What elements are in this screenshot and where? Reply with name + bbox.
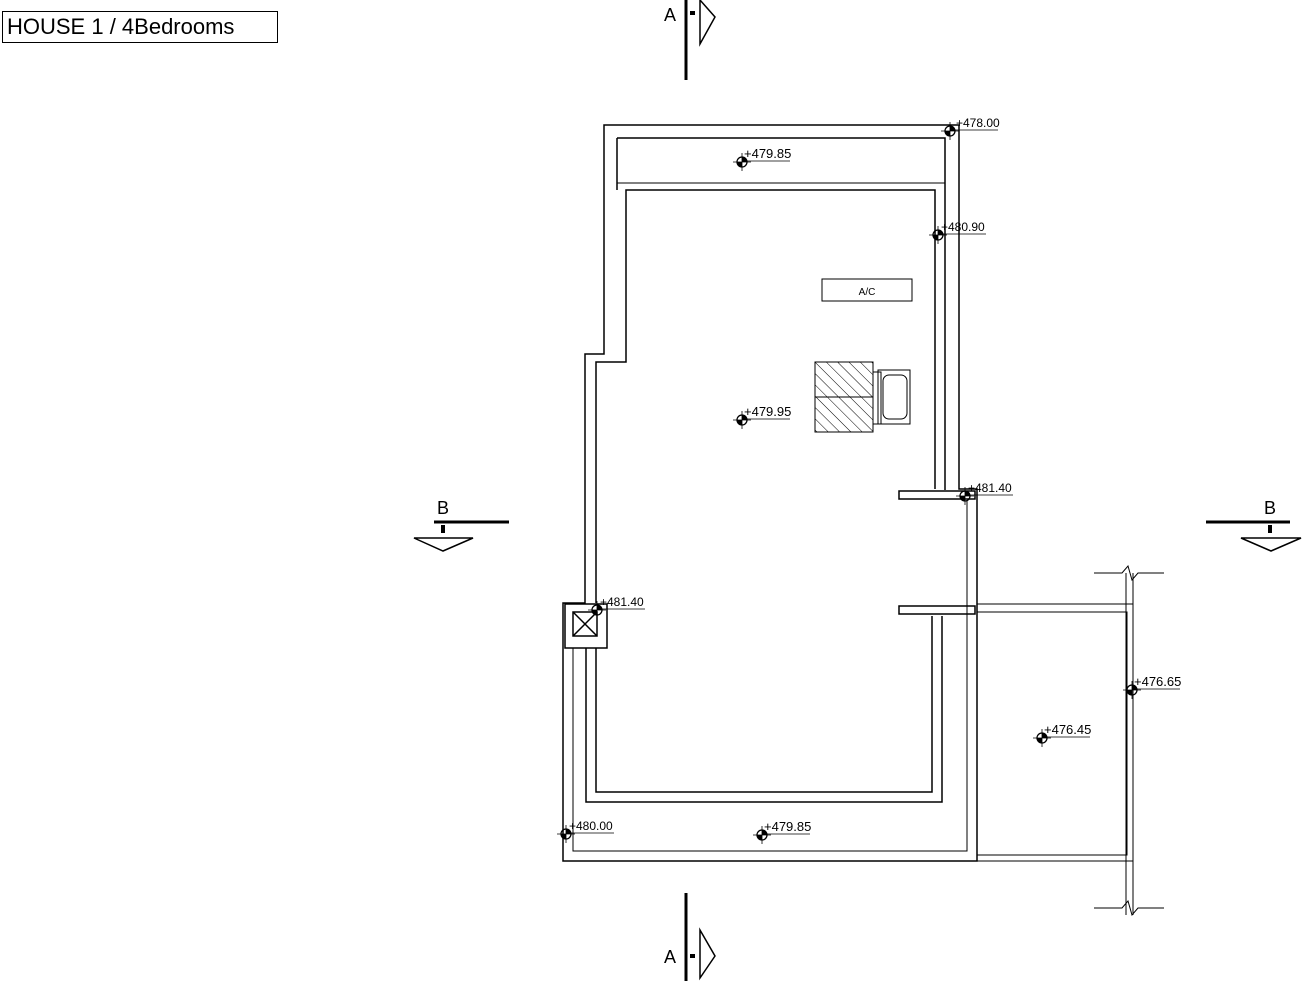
annex-wall bbox=[1125, 573, 1134, 915]
elevation-label: +479.85 bbox=[744, 146, 791, 161]
elevation-marker: +478.00 bbox=[941, 116, 1000, 140]
elevation-label: +481.40 bbox=[600, 595, 644, 609]
section-marker-a-top: A bbox=[664, 0, 716, 80]
entry-ledge-top bbox=[898, 490, 976, 500]
perimeter-line bbox=[572, 500, 968, 852]
elevation-label: +481.40 bbox=[968, 481, 1012, 495]
annex-inner bbox=[977, 611, 1128, 856]
section-marker-b-right: B bbox=[1206, 498, 1302, 552]
elevation-marker: +481.40 bbox=[588, 595, 645, 619]
elevation-label: +476.45 bbox=[1044, 722, 1091, 737]
break-line-bottom bbox=[1094, 899, 1164, 917]
section-label-b: B bbox=[437, 498, 449, 518]
elevation-marker: +476.65 bbox=[1123, 674, 1181, 699]
elevation-marker: +479.85 bbox=[733, 146, 791, 171]
break-line-top bbox=[1094, 564, 1164, 582]
elevation-label: +476.65 bbox=[1134, 674, 1181, 689]
section-label-a: A bbox=[664, 947, 676, 967]
elevation-marker: +480.90 bbox=[929, 220, 986, 244]
elevation-marker: +476.45 bbox=[1033, 722, 1091, 747]
section-label-b: B bbox=[1264, 498, 1276, 518]
elevation-marker: +479.95 bbox=[733, 404, 791, 429]
pool-equipment bbox=[814, 361, 911, 433]
elevation-marker: +479.85 bbox=[753, 819, 811, 844]
elevation-marker: +480.00 bbox=[557, 819, 614, 843]
inner-wall-lower bbox=[595, 616, 933, 793]
inner-wall bbox=[585, 137, 946, 803]
elevation-label: +480.00 bbox=[569, 819, 613, 833]
section-label-a: A bbox=[664, 5, 676, 25]
elevation-label: +479.95 bbox=[744, 404, 791, 419]
walls bbox=[562, 124, 1164, 917]
elevation-label: +480.90 bbox=[941, 220, 985, 234]
entry-ledge-bottom bbox=[898, 605, 976, 615]
ac-unit: A/C bbox=[821, 278, 913, 302]
elevation-marker: +481.40 bbox=[956, 481, 1013, 505]
shaft-column bbox=[564, 603, 608, 649]
elevation-label: +479.85 bbox=[764, 819, 811, 834]
elevation-label: +478.00 bbox=[956, 116, 1000, 130]
ac-label: A/C bbox=[859, 287, 876, 298]
outer-wall bbox=[562, 124, 978, 862]
elevation-markers: +478.00 +479.85 +480.90 +479.95 +481.40 bbox=[557, 116, 1181, 844]
section-marker-a-bottom: A bbox=[664, 893, 716, 981]
section-marker-b-left: B bbox=[413, 498, 509, 552]
drawing-title: HOUSE 1 / 4Bedrooms bbox=[2, 11, 278, 43]
